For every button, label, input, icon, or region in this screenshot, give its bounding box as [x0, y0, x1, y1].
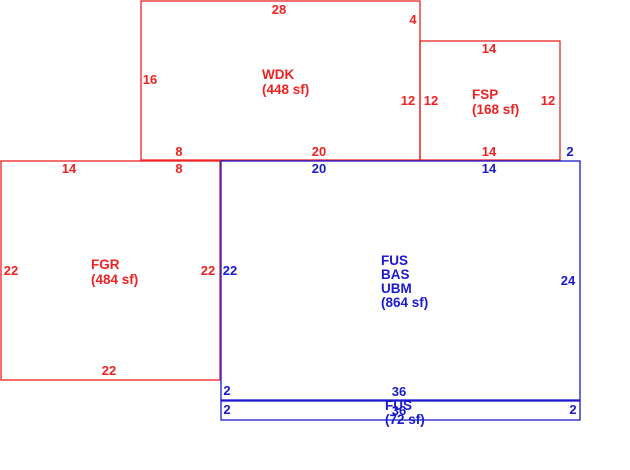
dim-main-top-right: 14	[482, 161, 497, 176]
main-outline	[220, 160, 581, 401]
dim-fgr-bottom: 22	[102, 363, 116, 378]
dim-main-left: 22	[223, 263, 237, 278]
dim-main-top-left: 20	[312, 161, 326, 176]
dim-main-bottom-left: 2	[223, 383, 230, 398]
fgr-name: FGR	[91, 257, 120, 272]
fsp-name: FSP	[472, 87, 498, 102]
dim-fgr-left: 22	[4, 263, 18, 278]
fgr-area: (484 sf)	[91, 272, 138, 287]
fus-small-area: (72 sf)	[385, 412, 425, 427]
dim-wdk-right-lower: 12	[401, 93, 415, 108]
dim-main-right: 24	[561, 273, 576, 288]
fus-small-name: FUS	[385, 398, 412, 413]
dim-main-bottom: 36	[392, 384, 406, 399]
dim-wdk-right-upper: 4	[409, 12, 417, 27]
fgr-outline	[0, 160, 221, 381]
dim-fsp-offset: 2	[566, 144, 573, 159]
dim-strip-right: 2	[569, 402, 576, 417]
dim-strip-left: 2	[223, 402, 230, 417]
dim-fsp-right: 12	[541, 93, 555, 108]
wdk-area: (448 sf)	[262, 82, 309, 97]
dim-wdk-top: 28	[272, 2, 286, 17]
dim-wdk-left: 16	[143, 72, 157, 87]
fsp-outline	[419, 40, 561, 161]
dim-fsp-left: 12	[424, 93, 438, 108]
dim-wdk-bottom-right: 20	[312, 144, 326, 159]
dim-fsp-top: 14	[482, 41, 497, 56]
main-line3: UBM	[381, 281, 412, 296]
dim-fgr-top-left: 14	[62, 161, 77, 176]
dim-wdk-bottom-left: 8	[175, 144, 182, 159]
dim-fgr-top-right: 8	[175, 161, 182, 176]
fus-strip-outline	[220, 400, 581, 421]
fsp-area: (168 sf)	[472, 102, 519, 117]
main-line2: BAS	[381, 267, 410, 282]
main-area: (864 sf)	[381, 295, 428, 310]
wdk-name: WDK	[262, 67, 294, 82]
dim-strip-bottom: 36	[392, 403, 406, 418]
main-line1: FUS	[381, 253, 408, 268]
dim-fgr-right: 22	[201, 263, 215, 278]
dim-fsp-bottom: 14	[482, 144, 497, 159]
